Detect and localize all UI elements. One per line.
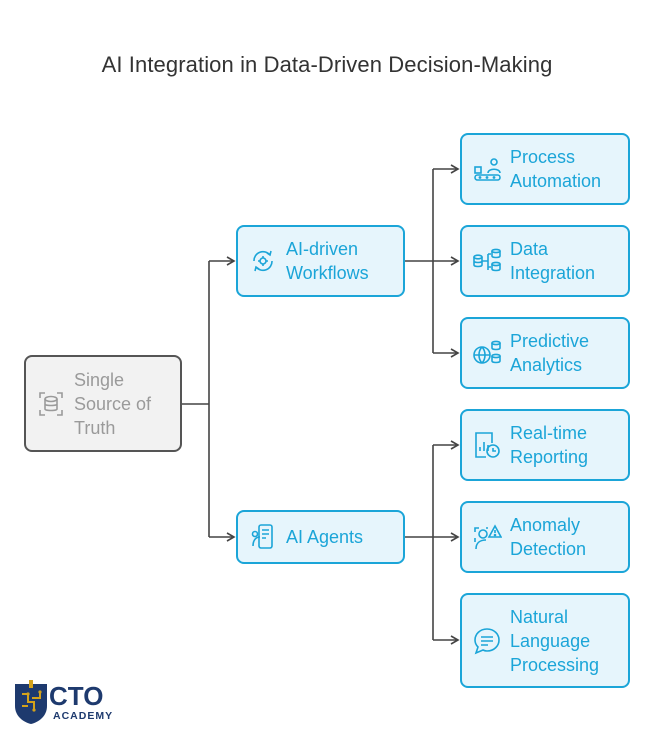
leaf-real-time-reporting: Real-time Reporting	[460, 409, 630, 481]
logo-name: CTO	[49, 681, 103, 711]
root-node: Single Source of Truth	[24, 355, 182, 452]
report-clock-icon	[472, 430, 502, 460]
leaf-label: Real-time Reporting	[510, 423, 589, 467]
leaf-process-automation: Process Automation	[460, 133, 630, 205]
leaf-anomaly-detection: Anomaly Detection	[460, 501, 630, 573]
face-alert-icon	[472, 522, 502, 552]
conveyor-person-icon	[472, 154, 502, 184]
gear-cycle-icon	[248, 246, 278, 276]
connector-workflows-trunk	[405, 169, 434, 353]
branch-label: AI Agents	[286, 527, 364, 547]
cto-academy-logo: CTO ACADEMY	[12, 676, 132, 726]
database-scan-icon	[36, 389, 66, 419]
mobile-agent-icon	[248, 522, 278, 552]
leaf-label: Data Integration	[510, 239, 596, 283]
branch-label: AI-driven Workflows	[286, 239, 369, 283]
leaf-label: Predictive Analytics	[510, 331, 590, 375]
database-merge-icon	[472, 246, 502, 276]
root-label: Single Source of Truth	[74, 369, 152, 438]
leaf-label: Natural Language Processing	[510, 606, 600, 675]
globe-database-icon	[472, 338, 502, 368]
leaf-label: Process Automation	[510, 147, 602, 191]
branch-ai-driven-workflows: AI-driven Workflows	[236, 225, 405, 297]
logo-sub: ACADEMY	[53, 710, 113, 722]
leaf-label: Anomaly Detection	[510, 515, 587, 559]
leaf-predictive-analytics: Predictive Analytics	[460, 317, 630, 389]
leaf-natural-language-processing: Natural Language Processing	[460, 593, 630, 688]
cto-academy-logo-mark: CTO ACADEMY	[15, 680, 113, 724]
branch-ai-agents: AI Agents	[236, 510, 405, 564]
connector-root	[182, 261, 210, 537]
chat-bubble-icon	[472, 626, 502, 656]
diagram-title: AI Integration in Data-Driven Decision-M…	[101, 52, 553, 77]
connector-agents-trunk	[405, 445, 434, 640]
leaf-data-integration: Data Integration	[460, 225, 630, 297]
